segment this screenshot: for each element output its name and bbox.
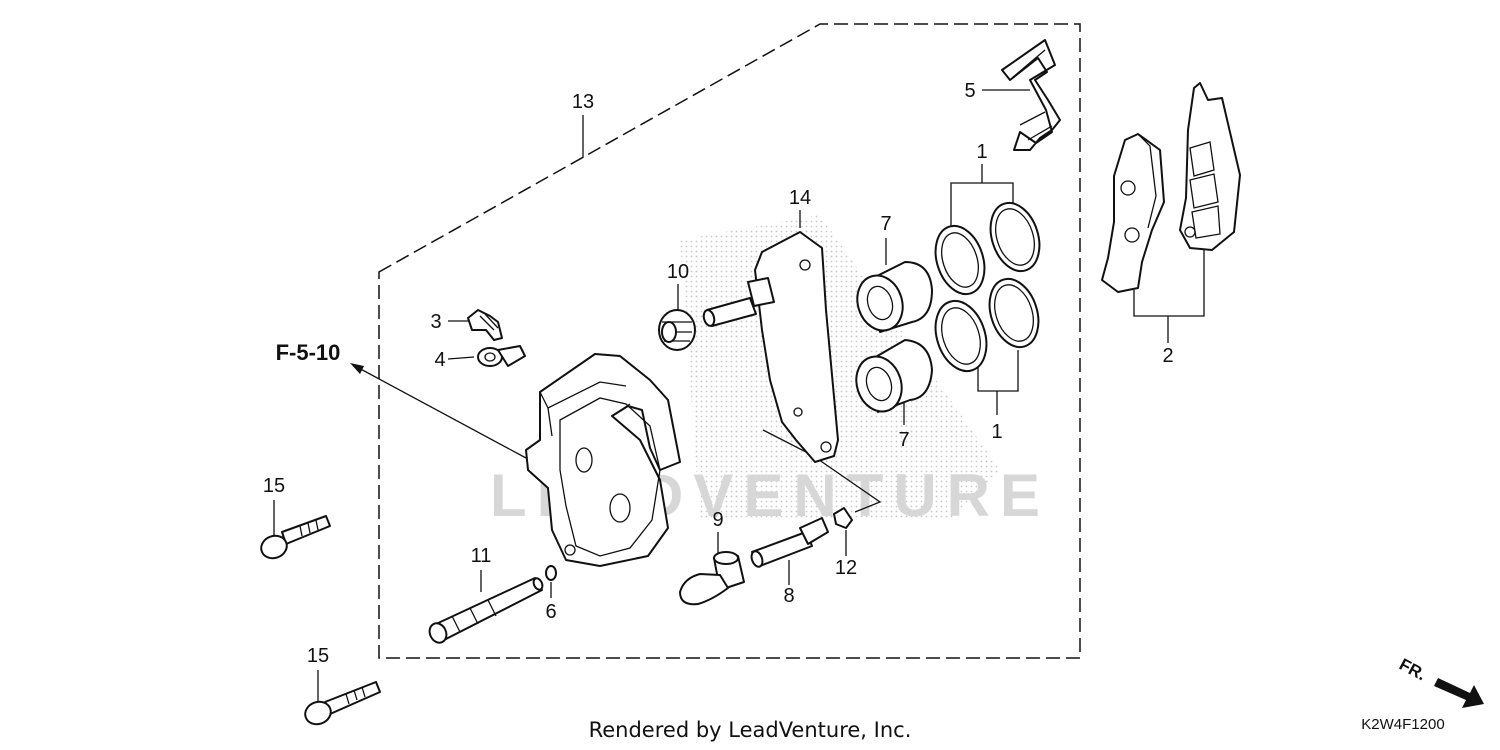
- bolt-upper: [260, 515, 331, 560]
- callout-1-top: 1: [976, 141, 987, 163]
- caliper-pin: [428, 577, 544, 644]
- callout-15-top: 15: [263, 475, 285, 497]
- drawing-code: K2W4F1200: [1361, 716, 1444, 733]
- callout-1-bottom: 1: [991, 421, 1002, 443]
- pad-spring: [1001, 39, 1061, 151]
- callout-labels: 13 5 1 1 2 14 7 7 10 3 4 15 15 11 6 9 8 …: [263, 80, 1174, 667]
- caliper-bracket: [702, 231, 839, 463]
- callout-6: 6: [545, 601, 556, 623]
- caliper-body: [525, 353, 681, 567]
- assembly-boundary: [378, 23, 1081, 659]
- callout-10: 10: [667, 261, 689, 283]
- callout-2: 2: [1162, 345, 1173, 367]
- callout-11: 11: [471, 545, 492, 567]
- credit-text: Rendered by LeadVenture, Inc.: [589, 718, 912, 742]
- clip: [833, 507, 853, 529]
- bleeder-valve: [467, 309, 503, 341]
- callout-12: 12: [835, 557, 857, 579]
- callout-14: 14: [789, 187, 811, 209]
- callout-3: 3: [430, 311, 441, 333]
- slide-pin: [750, 517, 829, 568]
- callout-13: 13: [572, 91, 594, 113]
- callout-5: 5: [964, 80, 975, 102]
- bleeder-cap: [477, 345, 526, 367]
- callout-15-bottom: 15: [307, 645, 329, 667]
- bolt-lower: [304, 681, 381, 726]
- pin-bolt: [679, 551, 745, 606]
- callout-7-top: 7: [880, 213, 891, 235]
- front-direction-indicator: FR.: [1396, 655, 1484, 708]
- callout-4: 4: [434, 349, 445, 371]
- callout-8: 8: [783, 585, 794, 607]
- brake-pads: [1101, 82, 1241, 293]
- callout-7-bottom: 7: [898, 429, 909, 451]
- front-direction-label: FR.: [1396, 655, 1429, 685]
- reference-label: F-5-10: [276, 340, 341, 365]
- piston-seals: [934, 201, 1041, 373]
- pistons: [855, 261, 933, 413]
- leader-lines: [273, 89, 1205, 706]
- pin-boot: [658, 309, 696, 351]
- callout-9: 9: [712, 509, 723, 531]
- o-ring: [545, 565, 557, 581]
- front-arrow-icon: [1434, 678, 1484, 708]
